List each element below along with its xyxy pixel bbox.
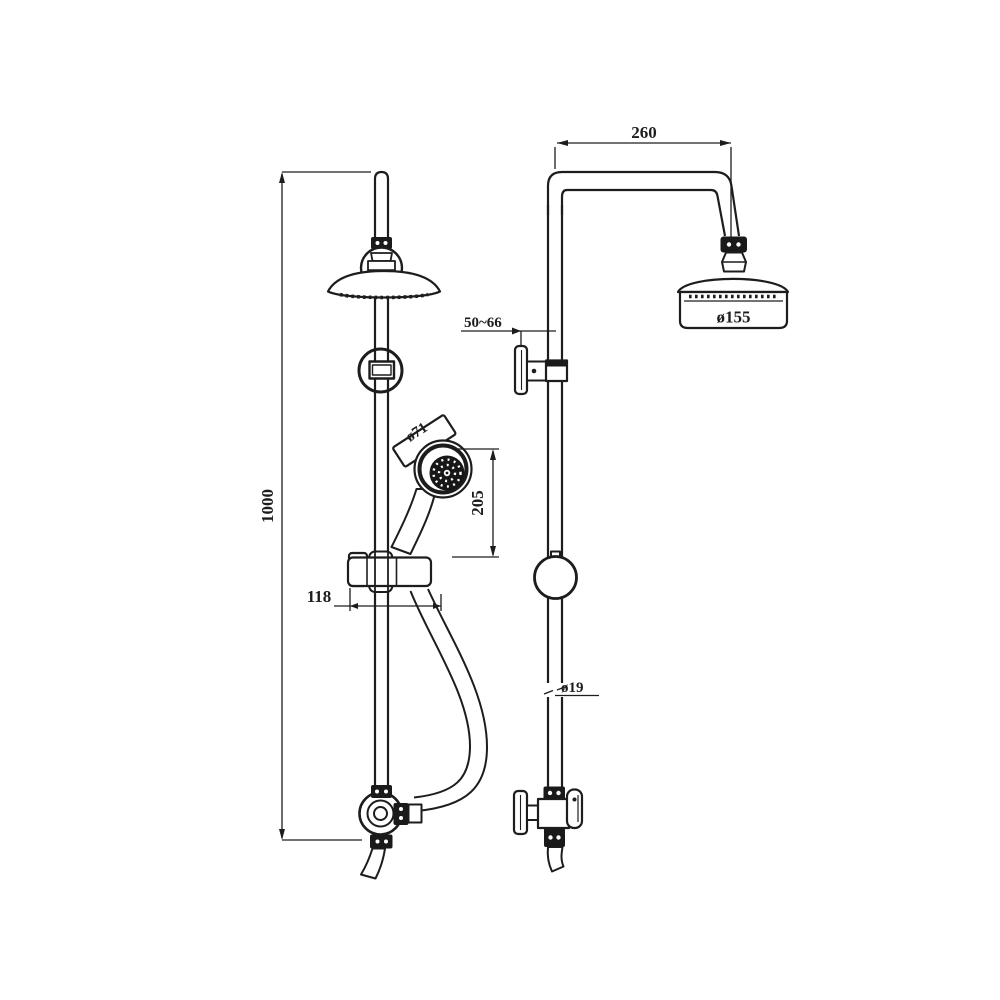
upper-wall-bracket-side (513, 344, 569, 396)
riser-pipe-side (546, 205, 564, 788)
arrowhead (512, 327, 521, 335)
outlet-hose-tail-side (546, 846, 565, 873)
head-connector-nut (371, 237, 392, 249)
dim-label-pipe-diameter: ø19 (561, 680, 584, 696)
arrowhead (557, 140, 568, 146)
holder-joints (366, 557, 398, 586)
dim-label-column-height: 1000 (258, 489, 277, 523)
slider-knob-side (533, 550, 578, 600)
valve-top-nut (371, 785, 392, 798)
hand-shower-hose (409, 588, 488, 812)
diverter-valve-front (358, 785, 423, 880)
supply-valve-side (512, 786, 584, 873)
pipe-break-ticks (543, 685, 567, 695)
shower-arm-inner (560, 188, 727, 237)
knob (533, 555, 578, 600)
shower-head-body (326, 269, 442, 299)
arm-connector-nut (720, 236, 747, 253)
arrowhead (350, 603, 358, 609)
valve-right-nut (393, 803, 409, 825)
shower-arm-outer (546, 170, 741, 237)
nozzle-band (339, 292, 429, 300)
arrowhead (279, 829, 285, 840)
valve-body-side (536, 797, 571, 830)
front-view: 1000 (258, 170, 499, 880)
outlet-hose-tail (360, 847, 386, 880)
dim-column-height: 1000 (258, 171, 371, 841)
hose-inner-line (409, 590, 471, 799)
side-view: 260 ø155 50~66 (461, 123, 790, 873)
overhead-shower-side: ø155 (676, 236, 790, 330)
dim-label-overhead-diameter: ø155 (717, 308, 751, 327)
overhead-shower-front (326, 269, 442, 300)
slider-holder (346, 550, 433, 593)
valve-bottom-nut (370, 834, 393, 849)
hand-shower-handle (390, 488, 437, 555)
hose-port (407, 803, 423, 824)
bracket-ring (357, 347, 404, 394)
dim-wall-clearance: 50~66 (461, 315, 556, 347)
hand-shower: ø71 (390, 414, 473, 555)
arrowhead (490, 449, 496, 460)
bracket-screw (531, 368, 537, 374)
upper-wall-bracket-front (357, 347, 404, 394)
arrowhead (720, 140, 731, 146)
dim-label-arm-length: 260 (631, 123, 657, 142)
bracket-clamp (368, 360, 396, 380)
pipe-clamp-band (546, 360, 567, 367)
dim-handshower-length: 205 (452, 448, 499, 558)
dim-label-bracket-offset: 118 (307, 587, 332, 606)
pipe-through-holder (374, 552, 389, 592)
arrowhead (490, 546, 496, 557)
dim-label-handshower-length: 205 (468, 490, 487, 516)
valve-top-nut-side (543, 786, 565, 800)
pipe-break-gap (543, 683, 569, 697)
shower-head-dome (676, 277, 790, 294)
hand-shower-face (429, 455, 465, 491)
dim-arm-length: 260 (554, 123, 732, 237)
bracket-clamp-inner (371, 364, 392, 376)
valve-knob-center (373, 806, 388, 821)
arrowhead (279, 172, 285, 183)
arrowhead (433, 603, 441, 609)
hose-outer-line (416, 588, 488, 812)
holder-body (346, 556, 433, 588)
dim-pipe-diameter: ø19 (543, 680, 599, 697)
valve-bottom-nut-side (544, 828, 565, 847)
bracket-arm (526, 360, 547, 382)
valve-handle-side (565, 788, 584, 830)
dim-label-wall-clearance: 50~66 (464, 315, 502, 331)
riser-pipe (373, 170, 390, 785)
dim-bracket-offset: 118 (307, 587, 442, 611)
handle-screw (572, 797, 577, 802)
valve-wall-arm (526, 804, 539, 821)
